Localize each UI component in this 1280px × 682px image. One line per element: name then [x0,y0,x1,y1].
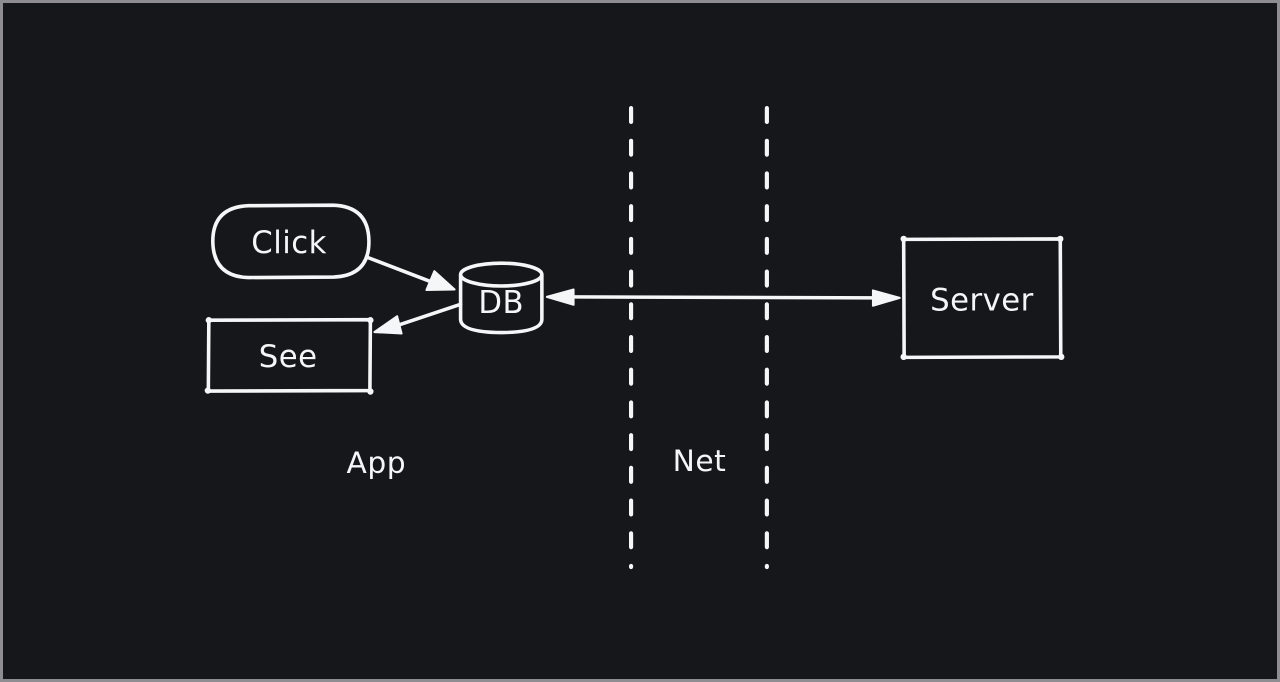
arrow-shaft [566,295,880,300]
arrowhead-left [545,288,575,306]
arrowhead [425,270,456,291]
corner-nub [367,317,374,324]
corner-nub [1058,353,1065,361]
pill-outline [211,203,371,280]
drawing-canvas[interactable]: Click See DB Server [3,3,1277,679]
node-click-label: Click [251,225,327,261]
diagram-svg: Click See DB Server [204,105,1065,570]
zone-label-app: App [347,446,407,481]
zone-label-net: Net [673,444,727,479]
arrow-shaft [396,302,463,327]
node-db-label: DB [478,285,524,321]
arrowhead-right [871,289,901,307]
corner-nub [900,235,907,243]
node-server[interactable]: Server [900,235,1065,361]
node-click[interactable]: Click [211,203,371,280]
arrowhead [373,315,403,335]
node-see-label: See [259,339,318,375]
edge-db-server[interactable] [545,288,901,307]
arrow-shaft [366,255,434,284]
corner-nub [205,317,212,324]
corner-nub [900,353,907,361]
corner-nub [204,387,212,394]
cylinder-top [458,261,544,288]
node-server-label: Server [930,282,1034,318]
corner-nub [1057,235,1064,243]
cylinder-body [458,273,544,335]
corner-nub [367,388,374,395]
node-see[interactable]: See [204,317,374,395]
edge-db-see[interactable] [373,302,463,335]
node-db[interactable]: DB [458,261,544,335]
edge-click-db[interactable] [366,255,456,291]
